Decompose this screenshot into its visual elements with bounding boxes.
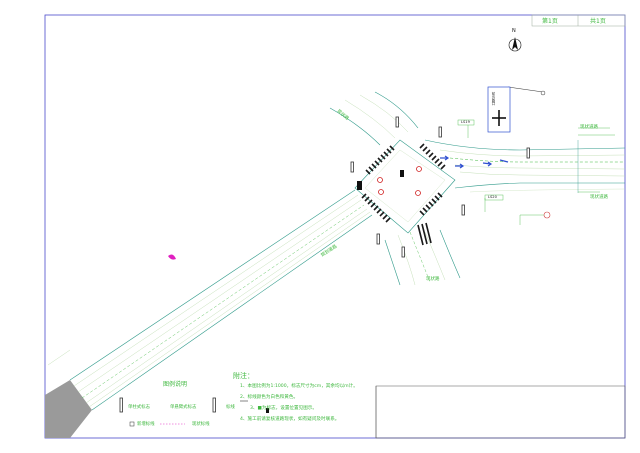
annotation-leaders [457, 119, 615, 225]
intersection [354, 139, 456, 234]
signal-box-a [357, 181, 362, 190]
road-label-east-bottom: 现状道路 [590, 195, 608, 200]
legend-label-cantilever: 单悬臂式标志 [170, 405, 197, 410]
north-label: N [512, 28, 516, 34]
sign-posts [119, 116, 530, 413]
lane-arrows [440, 155, 509, 169]
legend-label-single-post: 单柱式标志 [128, 405, 150, 410]
diagonal-road [47, 189, 373, 411]
legend-title: 图例说明 [163, 381, 188, 388]
northwest-road [329, 91, 419, 146]
gantry-board-text: 前方路口 [491, 92, 495, 106]
title-block-bottom [375, 385, 626, 439]
north-arrow [508, 37, 522, 52]
outer-frame [44, 14, 626, 439]
notes-title: 附注： [233, 372, 254, 380]
title-block-top [531, 14, 626, 27]
sheet-total-label: 共1页 [590, 18, 606, 25]
note-item-4: 4、施工前请复核道路现状，如有疑问及时联系。 [240, 417, 340, 422]
warning-circles [377, 166, 422, 196]
note-item-1: 1、本图比例为1:1000，标志尺寸为cm，其余均以m计。 [240, 384, 358, 389]
road-label-east-top: 现状道路 [580, 125, 598, 130]
crosswalks [361, 143, 446, 246]
grey-hatch-area [45, 380, 92, 438]
legend-label-existing-marking: 现状标线 [192, 422, 210, 427]
sheet-number-label: 第1页 [542, 18, 558, 25]
road-label-south: 现状路 [426, 277, 440, 282]
signal-box-b [400, 170, 404, 177]
magenta-marker [168, 254, 176, 260]
legend-symbols [129, 400, 269, 427]
south-road [384, 229, 461, 286]
sign-tag-right: LS20 [488, 195, 497, 199]
note-item-2: 2、标线颜色为白色和黄色。 [240, 395, 299, 400]
gantry-sign [487, 86, 546, 133]
legend-label-new-marking: 新增标线 [137, 422, 155, 427]
legend-label-marking: 标线 [226, 405, 235, 410]
note-item-3: 3、■为标志，设置位置见图示。 [250, 406, 317, 411]
marker-circle [543, 211, 551, 219]
sign-tag-left: LS19 [461, 120, 470, 124]
